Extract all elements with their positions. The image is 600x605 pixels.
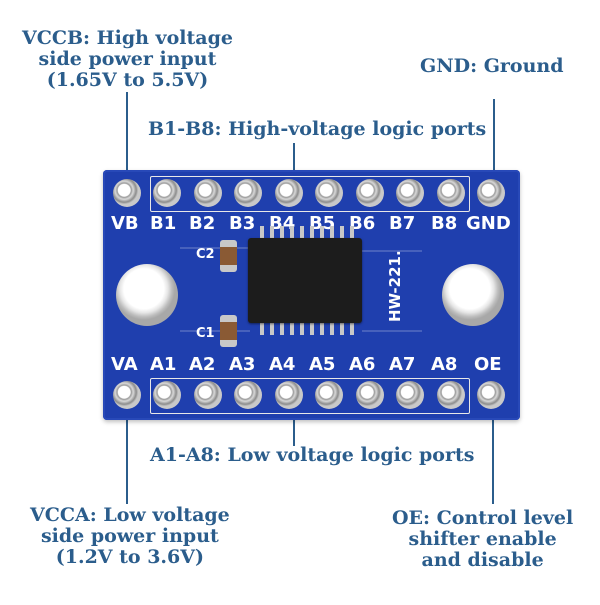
pin-label-a4: A4 — [269, 354, 296, 375]
mounting-hole-left — [116, 264, 178, 326]
pin-label-a8: A8 — [431, 354, 458, 375]
pin-label-gnd: GND — [466, 213, 511, 234]
vcca-callout-line3: (1.2V to 3.6V) — [55, 546, 205, 568]
board-trace — [180, 330, 250, 332]
pin-pad-gnd — [477, 179, 505, 207]
a-ports-frame — [150, 378, 470, 414]
pin-label-a1: A1 — [150, 354, 177, 375]
vccb-callout: VCCB: High voltage side power input (1.6… — [22, 28, 233, 91]
vcca-callout-line2: side power input — [40, 525, 219, 547]
a-ports-leader-line — [293, 418, 295, 446]
b-ports-frame — [150, 176, 470, 212]
capacitor-c2 — [220, 240, 237, 272]
a-ports-callout: A1-A8: Low voltage logic ports — [150, 444, 475, 466]
board-model-label: HW-221. — [386, 250, 404, 322]
b-ports-leader-line — [293, 143, 295, 172]
vccb-callout-line2: side power input — [38, 48, 217, 70]
pin-pad-b2 — [194, 179, 222, 207]
silk-c2-label: C2 — [196, 247, 215, 262]
pin-label-a2: A2 — [189, 354, 216, 375]
pin-pad-a1 — [153, 381, 181, 409]
pin-label-a7: A7 — [389, 354, 416, 375]
pin-pad-a8 — [437, 381, 465, 409]
pin-pad-a5 — [315, 381, 343, 409]
gnd-leader-line — [493, 99, 495, 172]
silk-c1-label: C1 — [196, 326, 215, 341]
vcca-leader-line — [126, 418, 128, 504]
pin-pad-va — [113, 381, 141, 409]
pin-pad-b8 — [437, 179, 465, 207]
oe-callout: OE: Control level shifter enable and dis… — [392, 508, 573, 571]
pin-label-b5: B5 — [309, 213, 336, 234]
pin-pad-a2 — [194, 381, 222, 409]
pin-label-b7: B7 — [389, 213, 416, 234]
pin-pad-a7 — [396, 381, 424, 409]
board-trace — [362, 330, 422, 332]
pin-pad-b7 — [396, 179, 424, 207]
pin-label-b3: B3 — [229, 213, 256, 234]
oe-callout-line3: and disable — [421, 549, 544, 571]
pin-label-vb: VB — [111, 213, 139, 234]
pin-pad-a6 — [356, 381, 384, 409]
oe-callout-line1: OE: Control level — [392, 507, 574, 529]
b-ports-callout: B1-B8: High-voltage logic ports — [148, 118, 487, 140]
pin-label-oe: OE — [474, 354, 502, 375]
ic-chip — [248, 238, 362, 323]
pin-pad-a4 — [275, 381, 303, 409]
vcca-callout-line1: VCCA: Low voltage — [30, 504, 230, 526]
capacitor-c1 — [220, 315, 237, 347]
pin-pad-b3 — [234, 179, 262, 207]
pin-pad-a3 — [234, 381, 262, 409]
pin-label-b1: B1 — [150, 213, 177, 234]
vcca-callout: VCCA: Low voltage side power input (1.2V… — [30, 505, 230, 568]
board-trace — [362, 250, 422, 252]
vccb-callout-line1: VCCB: High voltage — [22, 27, 233, 49]
pin-label-b8: B8 — [431, 213, 458, 234]
pin-pad-oe — [477, 381, 505, 409]
pin-label-va: VA — [111, 354, 138, 375]
board-trace — [180, 247, 250, 249]
pin-label-b2: B2 — [189, 213, 216, 234]
pin-label-a5: A5 — [309, 354, 336, 375]
pin-label-b4: B4 — [269, 213, 296, 234]
vccb-leader-line — [126, 92, 128, 172]
pin-pad-b1 — [153, 179, 181, 207]
pin-label-b6: B6 — [349, 213, 376, 234]
pin-pad-b5 — [315, 179, 343, 207]
pin-pad-b6 — [356, 179, 384, 207]
oe-callout-line2: shifter enable — [408, 528, 557, 550]
mounting-hole-right — [442, 264, 504, 326]
gnd-callout: GND: Ground — [420, 55, 564, 77]
pin-label-a6: A6 — [349, 354, 376, 375]
pin-pad-vb — [113, 179, 141, 207]
vccb-callout-line3: (1.65V to 5.5V) — [46, 69, 209, 91]
pin-label-a3: A3 — [229, 354, 256, 375]
oe-leader-line — [492, 418, 494, 504]
pin-pad-b4 — [275, 179, 303, 207]
